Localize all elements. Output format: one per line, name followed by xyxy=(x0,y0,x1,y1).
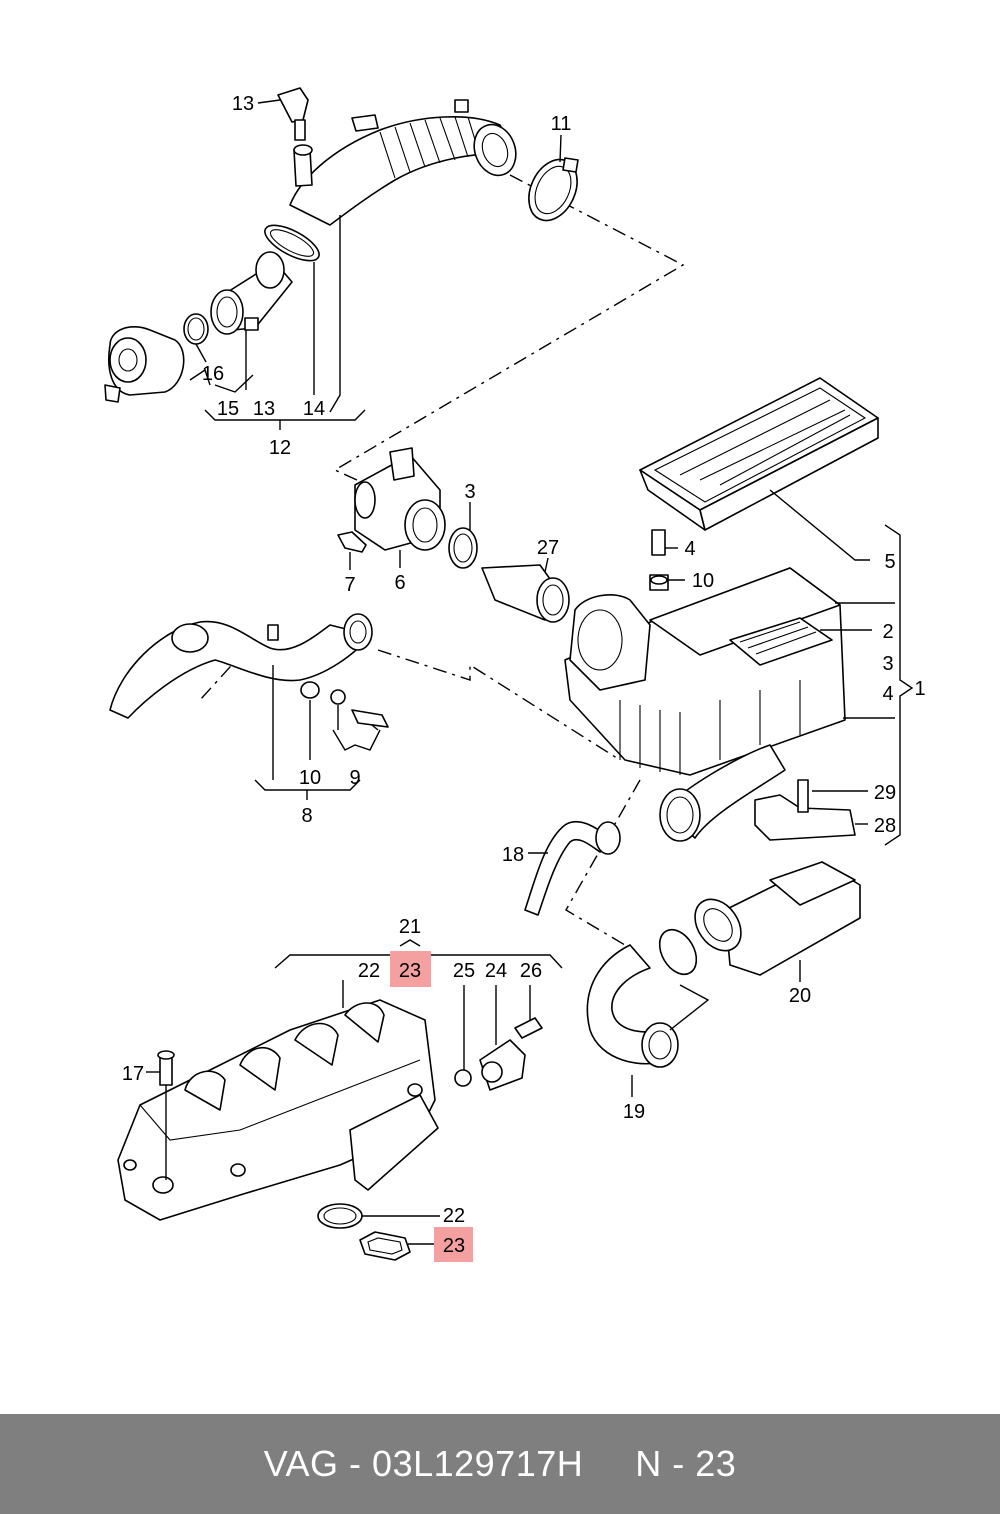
intake-manifold-21 xyxy=(117,999,439,1221)
turbo-housing-part xyxy=(104,326,185,403)
callout-23-bottom: 23 xyxy=(443,1235,465,1257)
callout-16: 16 xyxy=(202,363,224,385)
callout-2: 2 xyxy=(882,621,893,643)
callout-28: 28 xyxy=(874,815,896,837)
callout-1: 1 xyxy=(914,678,925,700)
callout-7: 7 xyxy=(344,574,355,596)
callout-22-bottom: 22 xyxy=(443,1205,465,1227)
callout-15: 15 xyxy=(217,398,239,420)
callout-23-top: 23 xyxy=(399,960,421,982)
callout-20: 20 xyxy=(789,985,811,1007)
part-number-footer: VAG - 03L129717H N - 23 xyxy=(0,1414,1000,1514)
callout-6: 6 xyxy=(394,572,405,594)
callout-29: 29 xyxy=(874,782,896,804)
callout-3-upper: 3 xyxy=(464,481,475,503)
air-pipe-8 xyxy=(109,613,373,719)
callout-4-upper: 4 xyxy=(684,538,695,560)
callout-10-right: 10 xyxy=(692,570,714,592)
seal-ring-16 xyxy=(183,313,209,345)
callout-17: 17 xyxy=(122,1063,144,1085)
grommet-10 xyxy=(300,681,320,699)
callout-19: 19 xyxy=(623,1101,645,1123)
air-duct-20 xyxy=(694,861,861,976)
screw-7 xyxy=(337,531,367,553)
gasket-22 xyxy=(317,1203,363,1229)
leader-lines xyxy=(146,99,914,1245)
highlight-box-23-bottom xyxy=(434,1227,473,1262)
air-hose-12 xyxy=(289,99,517,226)
callout-21: 21 xyxy=(399,916,421,938)
callout-10-left: 10 xyxy=(299,767,321,789)
diagram-reference-text: N - 23 xyxy=(635,1443,737,1484)
highlight-box-23-top xyxy=(390,951,431,987)
callout-18: 18 xyxy=(502,844,524,866)
callout-8: 8 xyxy=(301,805,312,827)
callout-9: 9 xyxy=(349,767,360,789)
callout-27: 27 xyxy=(537,537,559,559)
bolt-17 xyxy=(157,1050,175,1086)
callout-13-top: 13 xyxy=(232,93,254,115)
callout-3-lower: 3 xyxy=(882,653,893,675)
bracket-28 xyxy=(754,779,856,841)
callout-14: 14 xyxy=(303,398,325,420)
bolts-9 xyxy=(330,689,389,728)
filter-element-5 xyxy=(639,377,879,531)
callout-13-bottom: 13 xyxy=(253,398,275,420)
callout-26: 26 xyxy=(520,960,542,982)
callout-5: 5 xyxy=(884,551,895,573)
sensor-13 xyxy=(277,87,313,187)
sensor-24 xyxy=(479,1039,526,1091)
callout-25: 25 xyxy=(453,960,475,982)
hose-18 xyxy=(524,820,621,916)
callout-11: 11 xyxy=(551,113,572,135)
seal-ring-3 xyxy=(448,527,478,569)
callout-12: 12 xyxy=(269,437,291,459)
hose-19 xyxy=(586,928,698,1068)
callout-24: 24 xyxy=(485,960,507,982)
part-number-text: VAG - 03L129717H xyxy=(263,1443,584,1484)
callout-labels: 13 11 16 15 13 14 12 3 27 4 10 5 2 3 4 1… xyxy=(122,93,926,1257)
screw-26 xyxy=(514,1017,543,1039)
pipe-27 xyxy=(481,564,570,623)
seal-ring-25 xyxy=(454,1069,472,1087)
air-mass-meter-6 xyxy=(354,447,446,551)
connector-pipe-15 xyxy=(210,251,293,335)
callout-22-top: 22 xyxy=(358,960,380,982)
hose-clamp-11 xyxy=(528,157,579,222)
exploded-parts-diagram: 13 11 16 15 13 14 12 3 27 4 10 5 2 3 4 1… xyxy=(104,87,926,1262)
air-filter-housing-1 xyxy=(564,529,846,842)
hose-clamp-14 xyxy=(264,224,320,262)
gasket-23 xyxy=(359,1231,411,1261)
callout-4-lower: 4 xyxy=(882,683,893,705)
